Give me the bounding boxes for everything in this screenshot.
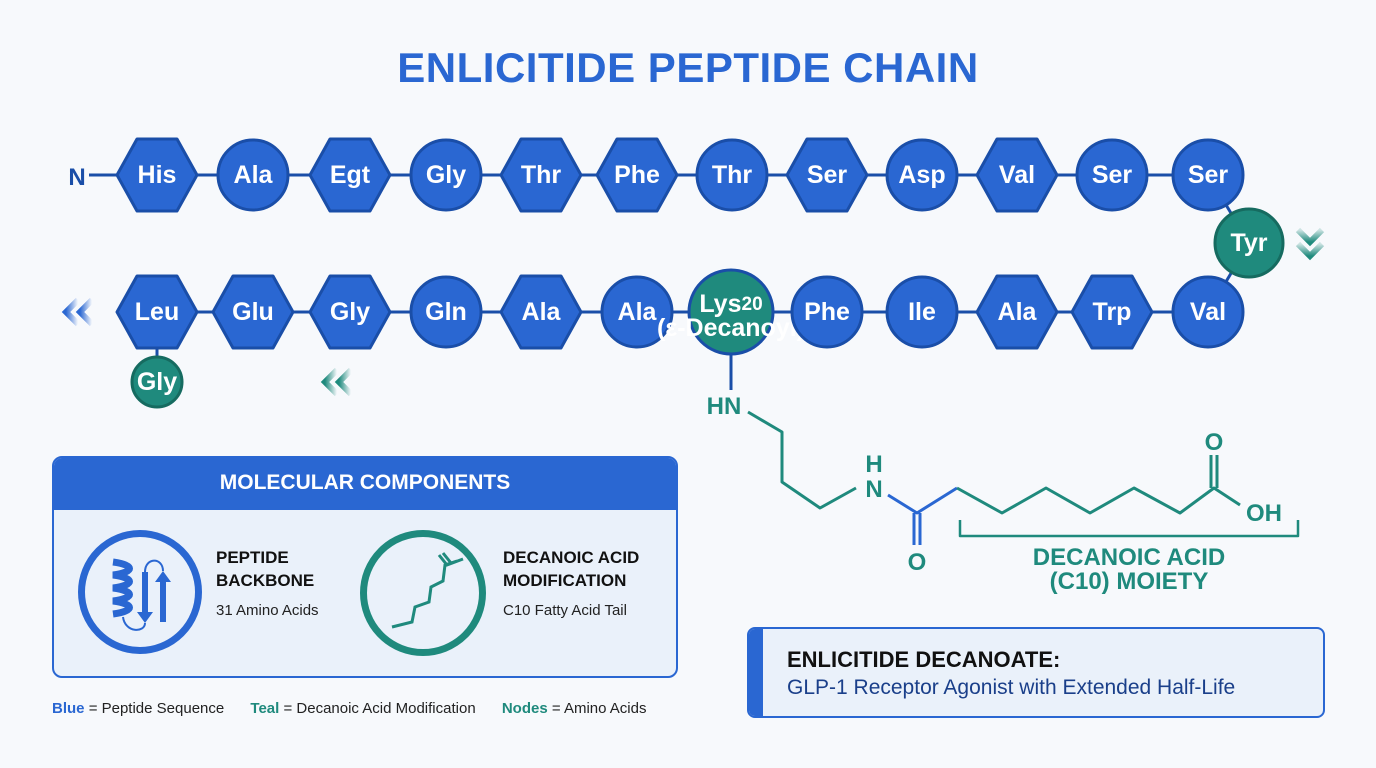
amino-acid-node: Gly — [308, 274, 392, 350]
amino-acid-label: Phe — [804, 298, 850, 326]
amino-acid-node: Val — [975, 137, 1059, 213]
chevron-left-icon — [61, 297, 95, 327]
hydroxyl-label: OH — [1246, 500, 1282, 527]
amino-acid-node: Gly — [130, 355, 184, 409]
amino-acid-label: Ser — [1092, 161, 1133, 189]
amino-acid-node: Ser — [785, 137, 869, 213]
amino-acid-label: Ser — [807, 161, 848, 189]
component-subtitle: 31 Amino Acids — [216, 602, 319, 619]
lys-name: Lys — [699, 290, 741, 318]
n-terminus-label: N — [68, 164, 85, 191]
amino-acid-node: Phe — [790, 275, 864, 349]
page-title: ENLICITIDE PEPTIDE CHAIN — [397, 44, 979, 91]
summary-title: ENLICITIDE DECANOATE: — [787, 647, 1061, 672]
amino-acid-node: Asp — [885, 138, 959, 212]
amino-acid-node: Phe — [595, 137, 679, 213]
amino-acid-label: Ala — [618, 298, 658, 326]
fatty-acid-chain-icon — [360, 530, 486, 656]
amino-acid-label: His — [138, 161, 177, 189]
legend-text: = Amino Acids — [551, 700, 647, 717]
moiety-label-line2: (C10) MOIETY — [1050, 568, 1209, 595]
amino-acid-label: Ile — [908, 298, 936, 326]
amino-acid-label: Ala — [998, 298, 1038, 326]
amino-acid-label: Leu — [135, 298, 179, 326]
amino-acid-node: Thr — [695, 138, 769, 212]
protein-structure-icon — [78, 530, 202, 654]
amino-acid-label: Ala — [234, 161, 274, 189]
amino-acid-label: Egt — [330, 161, 371, 189]
amino-acid-node: Thr — [499, 137, 583, 213]
amino-acid-label: Gly — [426, 161, 466, 189]
amino-acid-node: Gln — [409, 275, 483, 349]
legend-text: = Decanoic Acid Modification — [283, 700, 476, 717]
chevron-left-icon — [320, 367, 354, 397]
amino-acid-node: Leu — [115, 274, 199, 350]
amino-acid-label: Ser — [1188, 161, 1229, 189]
summary-box: ENLICITIDE DECANOATE: GLP-1 Receptor Ago… — [747, 627, 1325, 718]
component-subtitle: C10 Fatty Acid Tail — [503, 602, 627, 619]
h-label: H — [865, 451, 882, 478]
decanoyl-linker-structure — [729, 355, 1300, 545]
legend-text: = Peptide Sequence — [88, 700, 225, 717]
component-title: MODIFICATION — [503, 571, 627, 590]
lys20-decanoyl-node: Lys20(ε-Decanoyl) — [657, 268, 805, 356]
amino-acid-label: Gly — [330, 298, 370, 326]
color-legend: Blue = Peptide Sequence Teal = Decanoic … — [52, 700, 646, 717]
amino-acid-node: Gly — [409, 138, 483, 212]
amino-acid-label: Gly — [137, 368, 177, 396]
amino-acid-label: Thr — [712, 161, 753, 189]
summary-subtitle: GLP-1 Receptor Agonist with Extended Hal… — [787, 676, 1236, 699]
amino-acid-label: Trp — [1093, 298, 1132, 326]
component-title: BACKBONE — [216, 571, 315, 590]
amino-acid-label: Phe — [614, 161, 660, 189]
amino-acid-node: Ala — [216, 138, 290, 212]
amino-acid-node: Ser — [1075, 138, 1149, 212]
chevron-down-icon — [1295, 227, 1325, 261]
legend-key-nodes: Nodes — [501, 700, 548, 717]
legend-key-teal: Teal — [250, 700, 280, 717]
amino-acid-node: Ala — [600, 275, 674, 349]
acid-oxygen-label: O — [1205, 429, 1224, 456]
accent-bar — [749, 629, 763, 716]
amino-acid-node: Ile — [885, 275, 959, 349]
molecular-components-panel: MOLECULAR COMPONENTS PEPTIDE BACKBONE 31… — [52, 456, 678, 678]
amino-acid-node: His — [115, 137, 199, 213]
hn-label: HN — [707, 393, 742, 420]
amino-acid-node: Tyr — [1213, 207, 1285, 279]
amino-acid-node: Egt — [308, 137, 392, 213]
legend-key-blue: Blue — [52, 700, 85, 717]
components-header: MOLECULAR COMPONENTS — [54, 458, 676, 510]
amino-acid-node: Ala — [975, 274, 1059, 350]
lys-label: Lys20 — [699, 290, 762, 318]
component-title: PEPTIDE — [216, 548, 289, 567]
lys-position: 20 — [742, 294, 763, 315]
amino-acid-label: Gln — [425, 298, 467, 326]
amino-acid-node: Ala — [499, 274, 583, 350]
amino-acid-label: Ala — [522, 298, 562, 326]
amino-acid-label: Glu — [232, 298, 274, 326]
amino-acid-label: Thr — [521, 161, 562, 189]
amino-acid-node: Ser — [1171, 138, 1245, 212]
moiety-label-line1: DECANOIC ACID — [1033, 544, 1225, 571]
lys-modification-label: (ε-Decanoyl) — [657, 314, 805, 342]
amide-oxygen-label: O — [908, 549, 927, 576]
amino-acid-node: Trp — [1070, 274, 1154, 350]
n-label: N — [865, 476, 882, 503]
amino-acid-node: Val — [1171, 275, 1245, 349]
amino-acid-node: Glu — [211, 274, 295, 350]
component-title: DECANOIC ACID — [503, 548, 640, 567]
amino-acid-label: Val — [999, 161, 1035, 189]
amino-acid-label: Tyr — [1230, 229, 1267, 257]
amino-acid-label: Asp — [898, 161, 945, 189]
amino-acid-label: Val — [1190, 298, 1226, 326]
